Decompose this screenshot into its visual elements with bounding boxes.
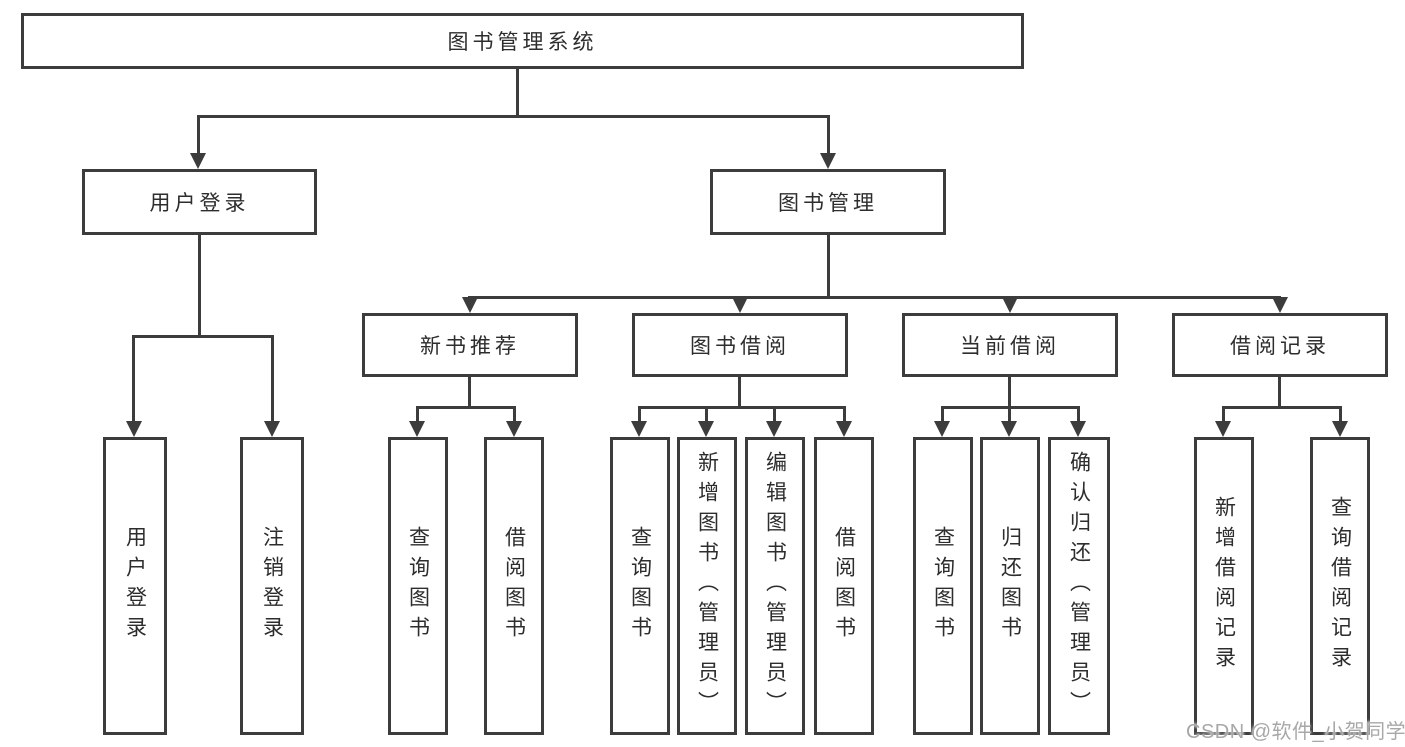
leaf-current-confirm-return-admin: 确认归还（管理员） [1048, 437, 1110, 735]
connector-level2-distributor [197, 115, 830, 118]
arrow-down-icon [631, 421, 647, 437]
node-root: 图书管理系统 [21, 13, 1024, 69]
arrow-down-icon [766, 421, 782, 437]
leaf-logout: 注销登录 [240, 437, 304, 735]
arrow-down-icon [1001, 421, 1017, 437]
connector-drop-leaf [1077, 406, 1080, 424]
leaf-borrow-add-book-admin: 新增图书（管理员） [677, 437, 737, 735]
node-user-login: 用户登录 [82, 169, 317, 235]
connector-drop-user-login [197, 115, 200, 155]
connector-book-mgmt-stub [827, 234, 830, 299]
csdn-watermark: CSDN @软件_小贺同学 [1186, 721, 1405, 743]
arrow-down-icon [1002, 297, 1018, 313]
connector-drop-leaf [271, 335, 274, 423]
connector-book-borrow-stub [738, 376, 741, 409]
connector-book-borrow-distributor [638, 406, 846, 409]
node-book-borrow: 图书借阅 [632, 313, 848, 377]
arrow-down-icon [409, 421, 425, 437]
arrow-down-icon [190, 153, 206, 169]
connector-new-book-distributor [416, 406, 516, 409]
node-book-management: 图书管理 [710, 169, 946, 235]
node-borrow-record: 借阅记录 [1172, 313, 1388, 377]
leaf-current-return-book: 归还图书 [980, 437, 1040, 735]
leaf-borrow-edit-book-admin: 编辑图书（管理员） [745, 437, 805, 735]
arrow-down-icon [820, 153, 836, 169]
connector-root-stub [516, 68, 519, 117]
leaf-user-login: 用户登录 [103, 437, 167, 735]
leaf-current-query-book: 查询图书 [913, 437, 973, 735]
node-new-book-recommend: 新书推荐 [362, 313, 578, 377]
connector-user-login-distributor [133, 335, 273, 338]
arrow-down-icon [126, 421, 142, 437]
connector-drop-leaf [1008, 406, 1011, 424]
leaf-record-add: 新增借阅记录 [1194, 437, 1254, 735]
leaf-borrow-query-book: 查询图书 [610, 437, 670, 735]
connector-drop-leaf [941, 406, 944, 424]
arrow-down-icon [836, 421, 852, 437]
arrow-down-icon [264, 421, 280, 437]
connector-current-borrow-stub [1008, 376, 1011, 409]
connector-borrow-record-distributor [1222, 406, 1342, 409]
arrow-down-icon [1070, 421, 1086, 437]
arrow-down-icon [732, 297, 748, 313]
connector-borrow-record-stub [1278, 376, 1281, 409]
arrow-down-icon [1332, 421, 1348, 437]
connector-drop-leaf [843, 406, 846, 424]
arrow-down-icon [934, 421, 950, 437]
connector-drop-leaf [773, 406, 776, 424]
arrow-down-icon [506, 421, 522, 437]
connector-drop-leaf [513, 406, 516, 424]
arrow-down-icon [1272, 297, 1288, 313]
connector-drop-leaf [1222, 406, 1225, 424]
connector-drop-leaf [416, 406, 419, 424]
connector-drop-leaf [638, 406, 641, 424]
arrow-down-icon [698, 421, 714, 437]
leaf-newbook-borrow-book: 借阅图书 [484, 437, 544, 735]
connector-level3-distributor [468, 296, 1281, 299]
connector-drop-leaf [132, 335, 135, 423]
connector-new-book-stub [468, 376, 471, 409]
leaf-record-query: 查询借阅记录 [1310, 437, 1370, 735]
connector-drop-leaf [1339, 406, 1342, 424]
arrow-down-icon [462, 297, 478, 313]
leaf-newbook-query-book: 查询图书 [388, 437, 448, 735]
node-current-borrow: 当前借阅 [902, 313, 1118, 377]
connector-drop-book-mgmt [827, 115, 830, 155]
connector-user-login-stub [198, 234, 201, 338]
connector-drop-leaf [705, 406, 708, 424]
leaf-borrow-borrow-book: 借阅图书 [814, 437, 874, 735]
arrow-down-icon [1215, 421, 1231, 437]
